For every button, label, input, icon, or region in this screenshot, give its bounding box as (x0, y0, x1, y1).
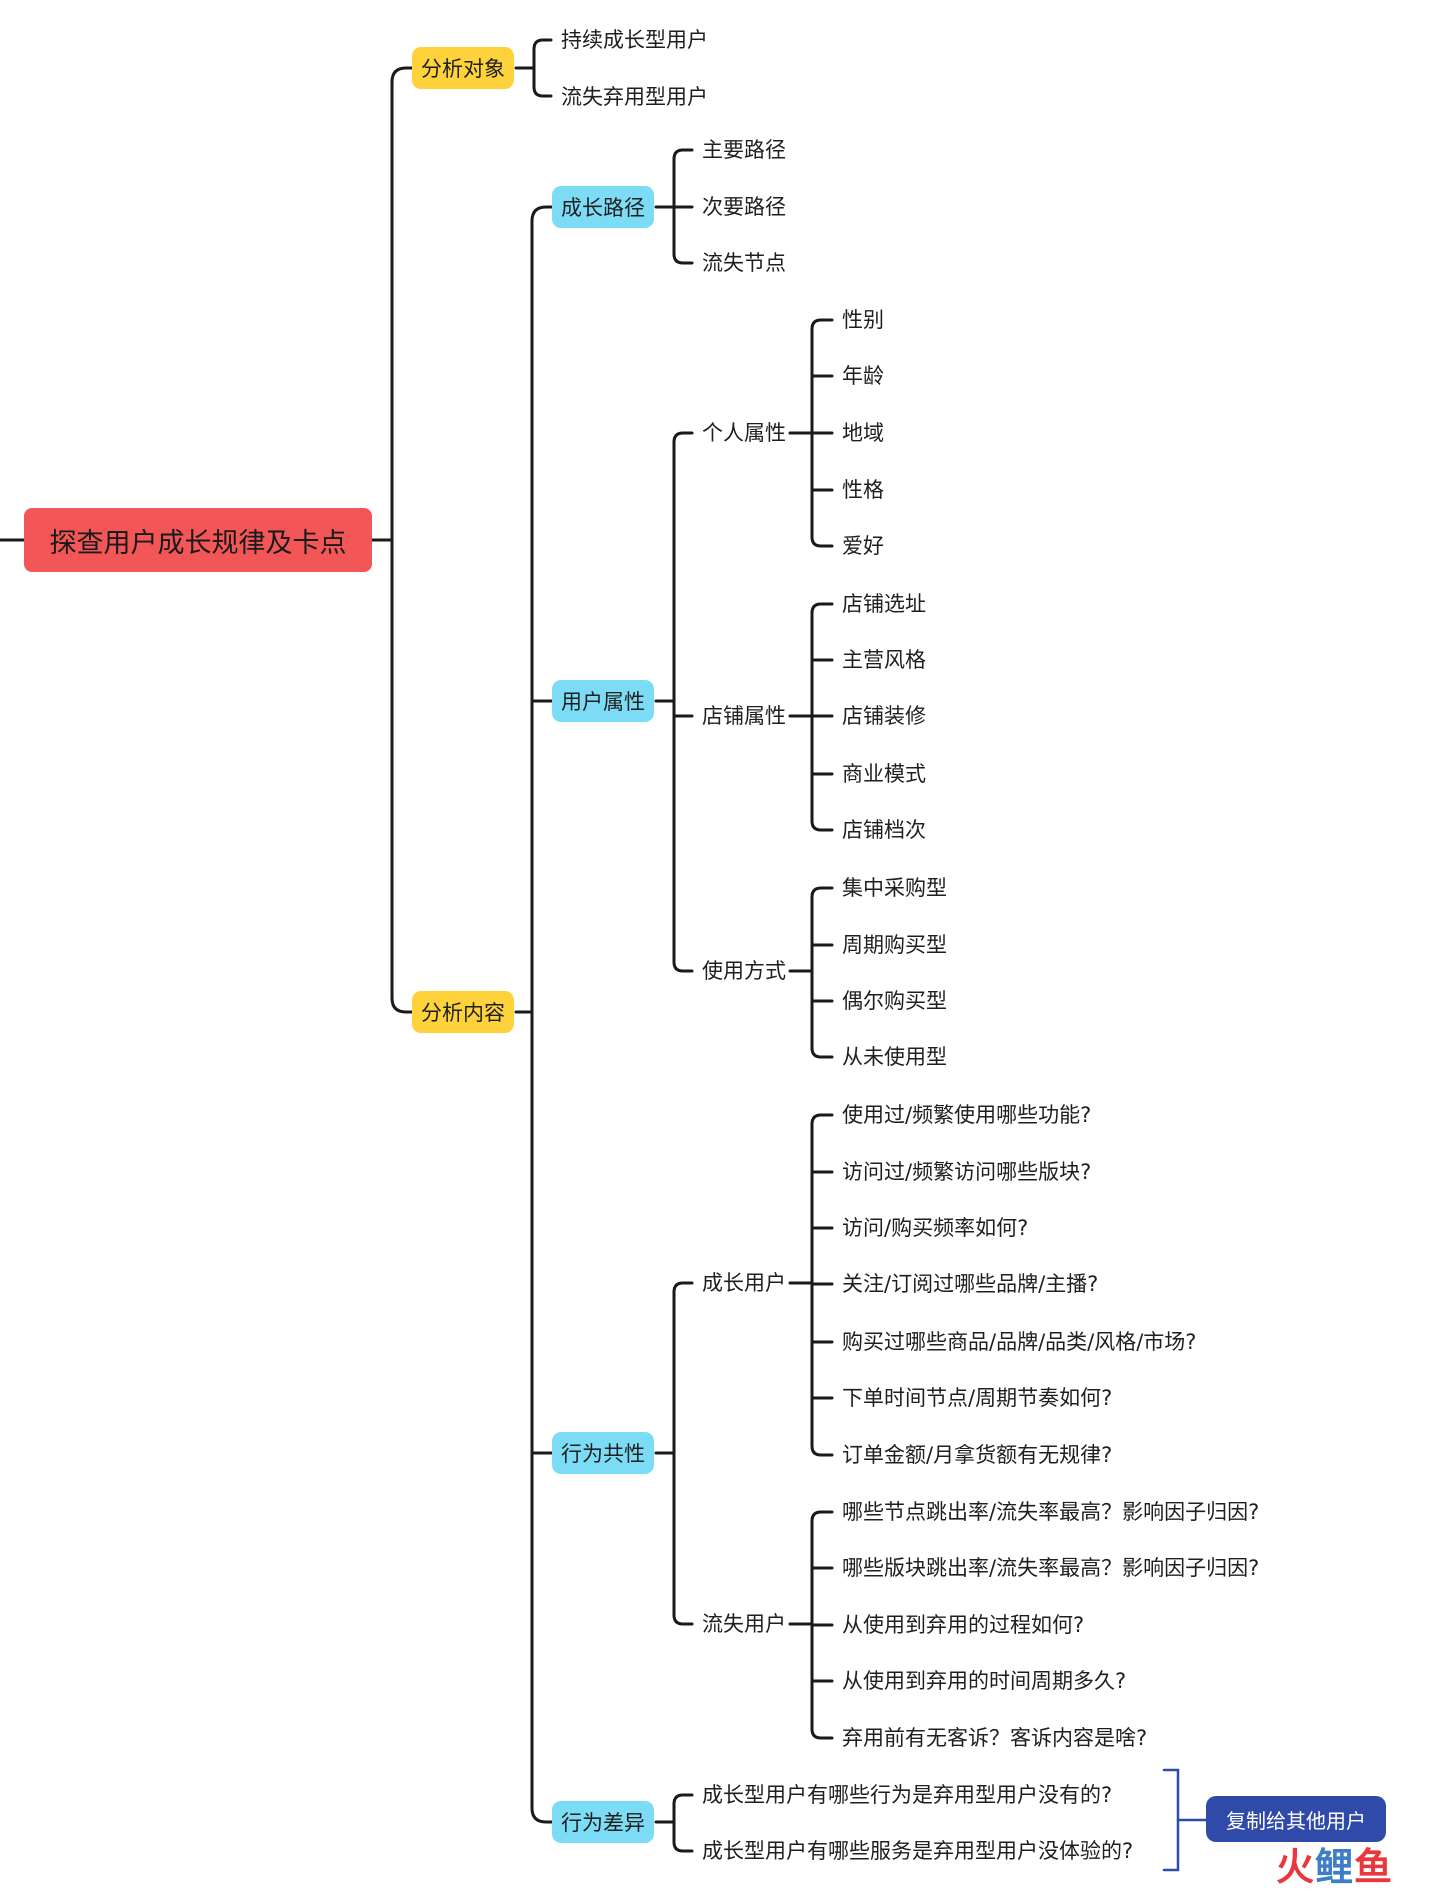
leaf-order-amount[interactable]: 订单金额/月拿货额有无规律? (842, 1443, 1113, 1467)
leaf-personality[interactable]: 性格 (842, 478, 884, 502)
root-topic[interactable]: 探查用户成长规律及卡点 (24, 508, 372, 572)
connector-line (810, 1046, 834, 1059)
connector-line (672, 148, 694, 161)
leaf-complaints[interactable]: 弃用前有无客诉？客诉内容是啥? (842, 1726, 1148, 1750)
leaf-node-bounce-rate[interactable]: 哪些节点跳出率/流失率最高？影响因子归因? (842, 1500, 1260, 1524)
watermark-char: 火 (1276, 1845, 1316, 1889)
leaf-store-grade[interactable]: 店铺档次 (842, 818, 926, 842)
leaf-churn-period[interactable]: 从使用到弃用的时间周期多久? (842, 1669, 1127, 1693)
connector-line (810, 602, 834, 615)
connector-line (672, 1613, 694, 1626)
topic-growth-users[interactable]: 成长用户 (702, 1271, 786, 1295)
leaf-gender[interactable]: 性别 (842, 308, 884, 332)
connector-line (390, 66, 414, 84)
topic-behavior-diff[interactable]: 行为差异 (552, 1801, 654, 1843)
connector-line (810, 535, 834, 548)
leaf-main-path[interactable]: 主要路径 (702, 138, 786, 162)
leaf-never-used[interactable]: 从未使用型 (842, 1045, 947, 1069)
leaf-store-location[interactable]: 店铺选址 (842, 592, 926, 616)
connector-line (530, 205, 554, 223)
connector-line (672, 431, 694, 444)
leaf-bulk-purchase[interactable]: 集中采购型 (842, 876, 947, 900)
leaf-churned-users[interactable]: 流失弃用型用户 (561, 85, 708, 109)
leaf-store-decoration[interactable]: 店铺装修 (842, 704, 926, 728)
leaf-features-used[interactable]: 使用过/频繁使用哪些功能? (842, 1103, 1092, 1127)
leaf-sustained-growth-users[interactable]: 持续成长型用户 (561, 28, 708, 52)
leaf-visit-frequency[interactable]: 访问/购买频率如何? (842, 1216, 1029, 1240)
connector-line (672, 1840, 694, 1853)
watermark-char: 鲤 (1315, 1845, 1355, 1889)
leaf-sections-visited[interactable]: 访问过/频繁访问哪些版块? (842, 1160, 1092, 1184)
topic-behavior-common[interactable]: 行为共性 (552, 1432, 654, 1474)
connector-line (810, 1444, 834, 1457)
connector-line (810, 1113, 834, 1126)
topic-churn-users[interactable]: 流失用户 (702, 1612, 786, 1636)
leaf-secondary-path[interactable]: 次要路径 (702, 195, 786, 219)
leaf-hobby[interactable]: 爱好 (842, 534, 884, 558)
watermark-char: 鱼 (1354, 1845, 1394, 1889)
topic-growth-path[interactable]: 成长路径 (552, 186, 654, 228)
leaf-order-timing[interactable]: 下单时间节点/周期节奏如何? (842, 1386, 1113, 1410)
connector-line (810, 318, 834, 331)
leaf-occasional-purchase[interactable]: 偶尔购买型 (842, 989, 947, 1013)
connector-line (672, 252, 694, 265)
leaf-purchased-items[interactable]: 购买过哪些商品/品牌/品类/风格/市场? (842, 1330, 1197, 1354)
leaf-exclusive-behaviors[interactable]: 成长型用户有哪些行为是弃用型用户没有的? (702, 1783, 1113, 1807)
connector-line (390, 996, 414, 1014)
connector-line (530, 1806, 554, 1824)
copy-to-other-users-button[interactable]: 复制给其他用户 (1206, 1796, 1386, 1842)
leaf-followed-brands[interactable]: 关注/订阅过哪些品牌/主播? (842, 1272, 1099, 1296)
leaf-age[interactable]: 年龄 (842, 364, 884, 388)
topic-store-attributes[interactable]: 店铺属性 (702, 704, 786, 728)
leaf-section-bounce-rate[interactable]: 哪些版块跳出率/流失率最高？影响因子归因? (842, 1556, 1260, 1580)
connector-line (532, 85, 553, 98)
watermark-logo: 火鲤鱼 (1276, 1836, 1393, 1891)
connector-line (532, 38, 553, 51)
topic-personal-attributes[interactable]: 个人属性 (702, 421, 786, 445)
leaf-region[interactable]: 地域 (842, 421, 884, 445)
leaf-unexperienced-services[interactable]: 成长型用户有哪些服务是弃用型用户没体验的? (702, 1839, 1134, 1863)
connector-line (672, 960, 694, 973)
leaf-main-style[interactable]: 主营风格 (842, 648, 926, 672)
leaf-churn-process[interactable]: 从使用到弃用的过程如何? (842, 1613, 1085, 1637)
topic-analysis-content[interactable]: 分析内容 (412, 991, 514, 1033)
leaf-periodic-purchase[interactable]: 周期购买型 (842, 933, 947, 957)
topic-usage-mode[interactable]: 使用方式 (702, 959, 786, 983)
connector-line (672, 1281, 694, 1294)
leaf-business-model[interactable]: 商业模式 (842, 762, 926, 786)
topic-user-attributes[interactable]: 用户属性 (552, 680, 654, 722)
summary-bracket (1162, 1768, 1180, 1872)
leaf-churn-node[interactable]: 流失节点 (702, 251, 786, 275)
connector-line (672, 1793, 694, 1806)
connector-line (810, 1510, 834, 1523)
connector-line (810, 819, 834, 832)
connector-line (810, 886, 834, 899)
connector-line (810, 1727, 834, 1740)
topic-analysis-target[interactable]: 分析对象 (412, 47, 514, 89)
